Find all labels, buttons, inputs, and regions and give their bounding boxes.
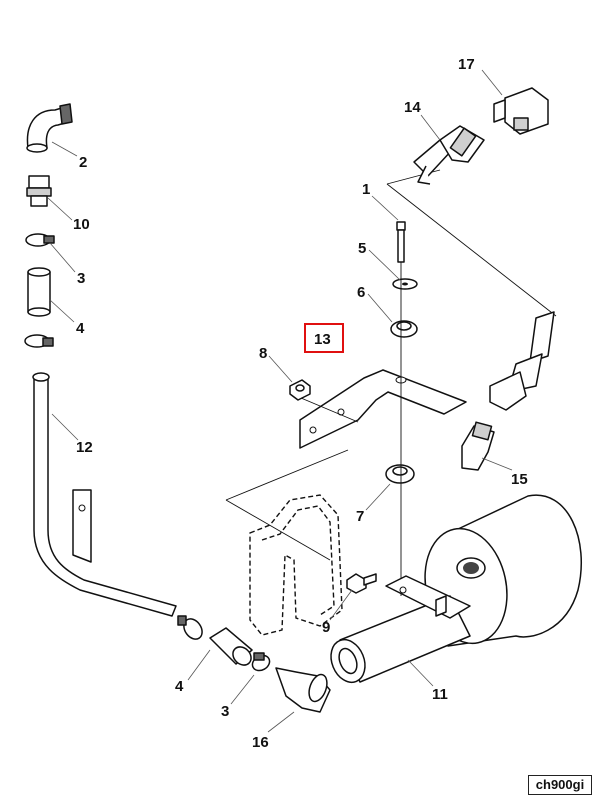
callout-5[interactable]: 5 <box>358 240 366 257</box>
screw-9[interactable] <box>346 573 377 594</box>
callout-3-lower[interactable]: 3 <box>221 703 229 720</box>
nut-8[interactable] <box>289 379 311 401</box>
bracket-13[interactable] <box>299 369 467 449</box>
callout-1[interactable]: 1 <box>362 181 370 198</box>
callout-8[interactable]: 8 <box>259 345 267 362</box>
callout-13[interactable]: 13 <box>314 331 331 348</box>
callout-16[interactable]: 16 <box>252 734 269 751</box>
igniter-14[interactable] <box>413 125 485 185</box>
bolt-1[interactable] <box>396 221 406 263</box>
hose-clamp-3-top[interactable] <box>25 233 55 247</box>
drawing-code-label: ch900gi <box>528 775 592 795</box>
hose-4-top[interactable] <box>27 267 51 317</box>
callout-10[interactable]: 10 <box>73 216 90 233</box>
washer-5[interactable] <box>392 278 418 290</box>
callout-12[interactable]: 12 <box>76 439 93 456</box>
hose-clamp-3-lower[interactable] <box>24 334 54 348</box>
callout-7[interactable]: 7 <box>356 508 364 525</box>
hose-4-lower[interactable] <box>209 627 255 669</box>
callout-3-upper[interactable]: 3 <box>77 270 85 287</box>
fitting-10[interactable] <box>26 175 52 207</box>
callout-2[interactable]: 2 <box>79 154 87 171</box>
leader-lines <box>47 69 513 733</box>
elbow-fitting-2[interactable] <box>26 103 73 153</box>
hose-clamp-lower-left[interactable] <box>177 615 206 642</box>
callout-4-lower[interactable]: 4 <box>175 678 184 695</box>
callout-13-highlight <box>304 323 344 353</box>
callout-11[interactable]: 11 <box>432 686 448 703</box>
elbow-16[interactable] <box>275 667 331 713</box>
lock-washer-7[interactable] <box>385 464 415 484</box>
igniter-14-installed[interactable] <box>489 311 555 411</box>
callout-9[interactable]: 9 <box>322 619 330 636</box>
elbow-fitting-15[interactable] <box>461 421 495 471</box>
callout-6[interactable]: 6 <box>357 284 365 301</box>
hose-clamp-3-lower-right[interactable] <box>250 652 273 673</box>
burner-mount-bracket[interactable] <box>385 575 471 619</box>
burner-tube-11[interactable] <box>325 595 471 687</box>
pipe-12[interactable] <box>32 372 177 617</box>
lock-washer-6[interactable] <box>390 320 418 338</box>
tee-block-17[interactable] <box>493 87 549 135</box>
callout-15[interactable]: 15 <box>511 471 528 488</box>
callout-14[interactable]: 14 <box>404 99 421 116</box>
callout-4-upper[interactable]: 4 <box>76 320 85 337</box>
heat-shield-outline <box>249 494 343 636</box>
callout-17[interactable]: 17 <box>458 56 475 73</box>
